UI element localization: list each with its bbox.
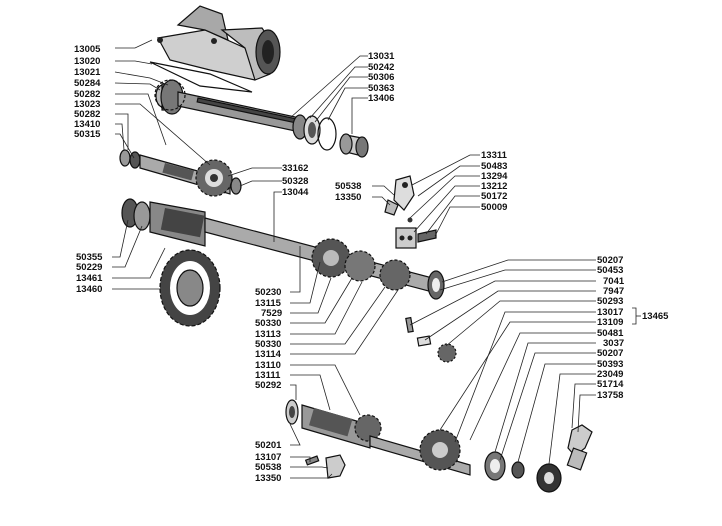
label-13461: 13461 — [76, 273, 103, 284]
gear-cluster-13110 — [311, 238, 445, 300]
label-50009: 50009 — [481, 202, 507, 213]
label-13406: 13406 — [368, 93, 394, 104]
leader-lines — [112, 39, 641, 479]
label-13115: 13115 — [255, 298, 282, 309]
sleeve-13406 — [339, 133, 369, 158]
shift-fork-assembly — [384, 175, 437, 249]
gear-13023 — [195, 159, 233, 197]
label-50230: 50230 — [255, 287, 281, 298]
label-33162: 33162 — [282, 163, 308, 174]
label-13113: 13113 — [255, 329, 281, 340]
label-13294: 13294 — [481, 171, 508, 182]
label-50453: 50453 — [597, 265, 623, 276]
gear-13109 — [419, 429, 461, 471]
label-50282: 50282 — [74, 109, 100, 120]
label-13114: 13114 — [255, 349, 282, 360]
label-50207: 50207 — [597, 255, 623, 266]
label-50292: 50292 — [255, 380, 281, 391]
label-50330: 50330 — [255, 318, 281, 329]
label-50328: 50328 — [282, 176, 308, 187]
label-13044: 13044 — [282, 187, 309, 198]
label-50172: 50172 — [481, 191, 507, 202]
label-13758: 13758 — [597, 390, 623, 401]
label-50306: 50306 — [368, 72, 394, 83]
label-50242: 50242 — [368, 62, 394, 73]
label-50315: 50315 — [74, 129, 101, 140]
bearing-50393 — [484, 451, 525, 481]
label-13031: 13031 — [368, 51, 395, 62]
label-13465: 13465 — [642, 311, 669, 322]
ring-gear-13460 — [159, 249, 221, 327]
upper-shaft-bearing — [292, 114, 337, 151]
label-13311: 13311 — [481, 150, 508, 161]
upper-input-shaft — [155, 79, 301, 133]
label-13017: 13017 — [597, 307, 623, 318]
coupling-23049 — [536, 463, 562, 493]
label-50393: 50393 — [597, 359, 623, 370]
label-13460: 13460 — [76, 284, 102, 295]
label-7947: 7947 — [603, 286, 624, 297]
small-shift-fork — [304, 454, 346, 479]
label-50282: 50282 — [74, 89, 100, 100]
label-13350: 13350 — [255, 473, 281, 484]
washer-50328 — [230, 177, 242, 195]
lever-13758 — [566, 424, 593, 471]
label-7529: 7529 — [261, 308, 282, 319]
label-51714: 51714 — [597, 379, 624, 390]
pin-7041 — [405, 316, 414, 333]
label-13350: 13350 — [335, 192, 361, 203]
label-50355: 50355 — [76, 252, 103, 263]
label-50483: 50483 — [481, 161, 507, 172]
gear-13021 — [154, 79, 186, 111]
label-50201: 50201 — [255, 440, 282, 451]
label-13110: 13110 — [255, 360, 281, 371]
label-7041: 7041 — [603, 276, 625, 287]
label-50284: 50284 — [74, 78, 101, 89]
label-50538: 50538 — [335, 181, 361, 192]
label-50229: 50229 — [76, 262, 102, 273]
gear-housing — [157, 5, 281, 81]
gear-3037 — [437, 343, 457, 363]
label-50293: 50293 — [597, 296, 623, 307]
label-50481: 50481 — [597, 328, 624, 339]
housing-gasket — [149, 61, 253, 93]
label-13212: 13212 — [481, 181, 507, 192]
label-13020: 13020 — [74, 56, 100, 67]
label-13111: 13111 — [255, 370, 281, 381]
label-50207: 50207 — [597, 348, 623, 359]
label-13107: 13107 — [255, 452, 281, 463]
label-13410: 13410 — [74, 119, 100, 130]
label-50330: 50330 — [255, 339, 281, 350]
label-13023: 13023 — [74, 99, 100, 110]
label-50363: 50363 — [368, 83, 394, 94]
part-number-labels: 13005 13020 13021 50284 50282 13023 5028… — [74, 44, 669, 484]
label-3037: 3037 — [603, 338, 624, 349]
label-13005: 13005 — [74, 44, 101, 55]
label-13109: 13109 — [597, 317, 623, 328]
label-50538: 50538 — [255, 462, 281, 473]
label-23049: 23049 — [597, 369, 623, 380]
label-13021: 13021 — [74, 67, 101, 78]
